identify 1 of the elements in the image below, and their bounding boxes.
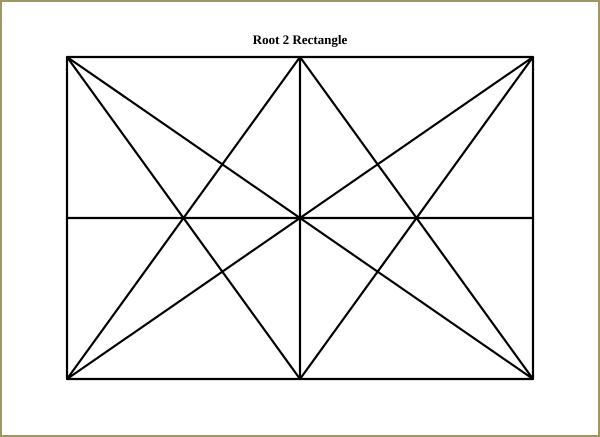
title: Root 2 Rectangle	[252, 34, 347, 47]
